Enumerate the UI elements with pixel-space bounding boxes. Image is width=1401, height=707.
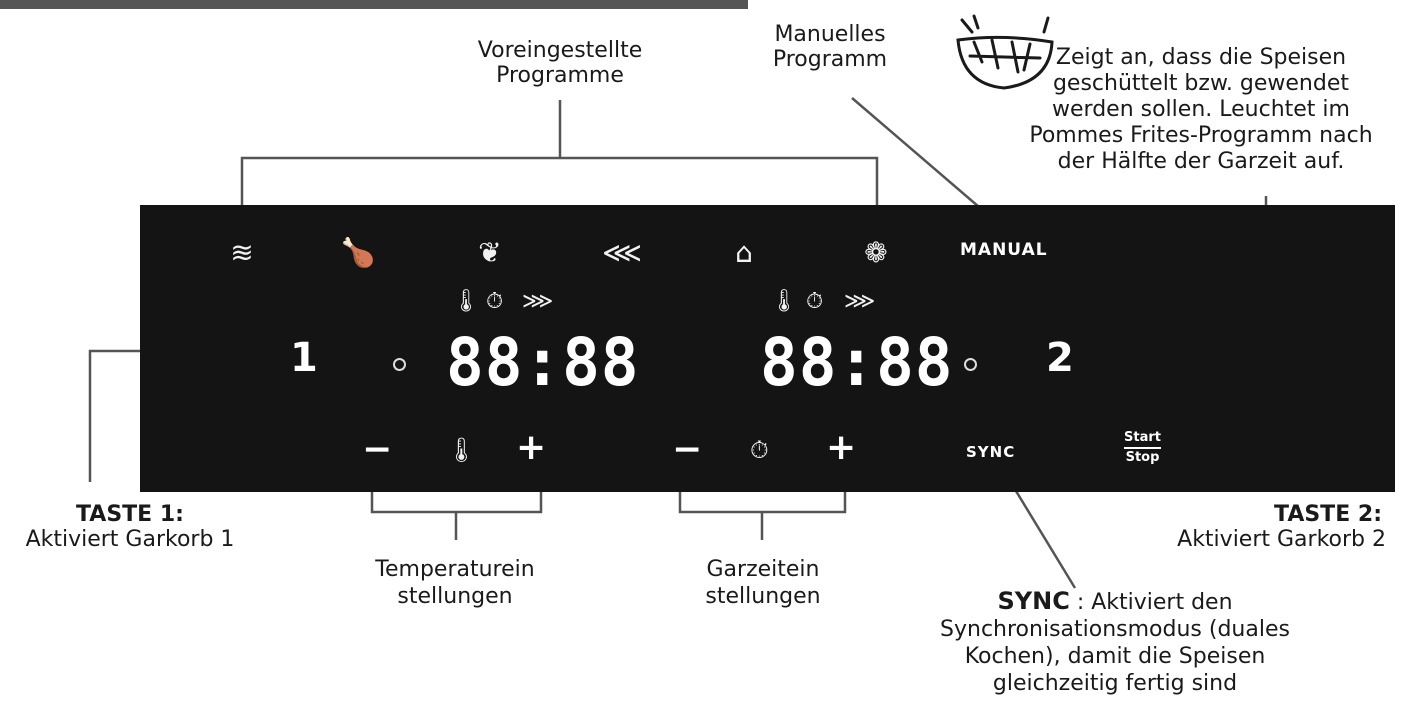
shake-note-label: Zeigt an, dass die Speisen geschüttelt b…: [1012, 45, 1390, 175]
key-1-desc: Aktiviert Garkorb 1: [25, 527, 235, 552]
key-2-button[interactable]: 2: [1046, 335, 1074, 381]
timer-icon: ⏱: [486, 289, 504, 314]
display-right: 88:88: [760, 324, 954, 401]
shake-note-line5: der Hälfte der Garzeit auf.: [1057, 149, 1345, 174]
preset-programs-line2: Programme: [496, 63, 624, 88]
basket-2-led: [964, 358, 977, 371]
time-plus-button[interactable]: +: [826, 427, 857, 468]
manual-program-line2: Programm: [772, 47, 888, 72]
fish-icon[interactable]: ⋘: [602, 236, 642, 269]
chicken-icon[interactable]: 🍗: [340, 236, 376, 269]
temp-settings-line2: stellungen: [397, 584, 513, 609]
dehydrate-icon[interactable]: ❁: [864, 236, 888, 269]
cake-icon[interactable]: ⌂: [735, 236, 753, 269]
key-1-title: TASTE 1:: [76, 502, 184, 527]
stop-label: Stop: [1125, 450, 1160, 465]
temp-settings-line1: Temperaturein: [375, 557, 535, 582]
sync-line1: SYNC : Aktiviert den: [910, 588, 1320, 616]
sync-desc-2: Synchronisationsmodus (duales: [940, 617, 1290, 642]
shake-note-line2: geschüttelt bzw. gewendet: [1052, 71, 1350, 96]
temperature-icon: 🌡: [446, 436, 477, 464]
key-1-label: TASTE 1: Aktiviert Garkorb 1: [0, 502, 260, 552]
sync-button[interactable]: SYNC: [966, 443, 1016, 461]
sync-desc-1: : Aktiviert den: [1069, 590, 1233, 615]
sync-desc-4: gleichzeitig fertig sind: [992, 671, 1238, 696]
time-settings-line2: stellungen: [705, 584, 821, 609]
start-label: Start: [1124, 430, 1161, 449]
basket-1-led: [393, 358, 406, 371]
sync-desc-3: Kochen), damit die Speisen: [964, 644, 1266, 669]
display-left: 88:88: [446, 324, 640, 401]
cook-time-icon: ⏱: [750, 436, 769, 464]
manual-program-label: Manuelles Programm: [730, 22, 930, 72]
shake-basket-indicator-icon: ⋙: [522, 289, 554, 314]
thermometer-indicator-icon: 🌡: [770, 289, 798, 314]
shake-basket-indicator-2-icon: ⋙: [844, 289, 876, 314]
manual-button[interactable]: MANUAL: [960, 240, 1048, 260]
shake-note-line1: Zeigt an, dass die Speisen: [1055, 45, 1347, 70]
temp-minus-button[interactable]: −: [362, 429, 393, 470]
temp-plus-button[interactable]: +: [516, 427, 547, 468]
key-2-title: TASTE 2:: [1274, 502, 1382, 527]
preset-programs-label: Voreingestellte Programme: [410, 38, 710, 88]
start-stop-button[interactable]: Start Stop: [1124, 430, 1161, 466]
timer-indicator-icon: ⏱: [806, 289, 824, 314]
sync-label: SYNC : Aktiviert den Synchronisationsmod…: [910, 588, 1320, 697]
shake-note-line4: Pommes Frites-Programm nach: [1029, 123, 1373, 148]
key-2-label: TASTE 2: Aktiviert Garkorb 2: [1140, 502, 1400, 552]
shake-note-line3: werden sollen. Leuchtet im: [1052, 97, 1350, 122]
header-bar: [0, 0, 748, 9]
sync-title: SYNC: [997, 587, 1070, 615]
fries-icon[interactable]: ≋: [230, 236, 254, 269]
time-settings-line1: Garzeitein: [706, 557, 820, 582]
manual-program-line1: Manuelles: [774, 22, 886, 47]
thermometer-icon: 🌡: [452, 289, 480, 314]
control-panel: [140, 205, 1395, 492]
vegetables-icon[interactable]: ❦: [478, 236, 502, 269]
temp-settings-label: Temperaturein stellungen: [330, 556, 580, 610]
preset-programs-line1: Voreingestellte: [477, 38, 643, 63]
shake-basket-icon: [956, 14, 1054, 90]
key-2-desc: Aktiviert Garkorb 2: [1177, 527, 1386, 552]
time-settings-label: Garzeitein stellungen: [648, 556, 878, 610]
key-1-button[interactable]: 1: [290, 335, 318, 381]
time-minus-button[interactable]: −: [672, 429, 703, 470]
